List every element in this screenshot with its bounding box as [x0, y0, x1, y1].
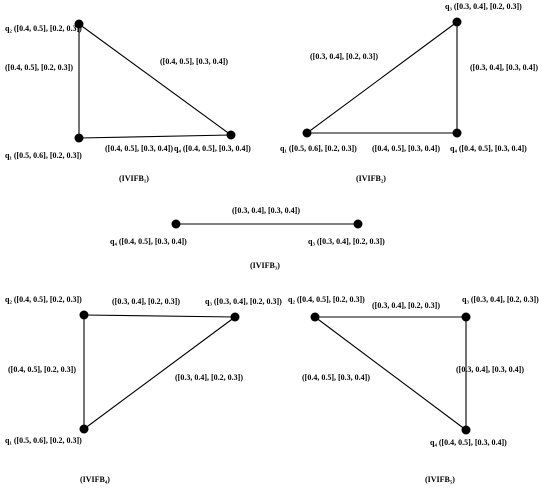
- vertex-label-q1: q₁ ([0.5, 0.6], [0.2, 0.3]): [5, 151, 82, 160]
- edge-q2-q4: [314, 316, 467, 431]
- vertex-label-q3: q₃ ([0.3, 0.4], [0.2, 0.3]): [445, 2, 522, 11]
- graph-caption-ivifb2: (IVIFB₂): [356, 174, 386, 183]
- vertex-label-q4: q₄ ([0.4, 0.5], [0.3, 0.4]): [174, 144, 251, 153]
- graph-caption-ivifb1: (IVIFB₁): [119, 174, 149, 183]
- vertex-label-q4: q₄ ([0.4, 0.5], [0.3, 0.4]): [110, 237, 187, 246]
- edge-label-q2-q1: ([0.4, 0.5], [0.2, 0.3]): [5, 63, 73, 72]
- vertex-label-q1: q₁ ([0.5, 0.6], [0.2, 0.3]): [280, 144, 357, 153]
- edge-label-q2-q3: ([0.3, 0.4], [0.2, 0.3]): [112, 297, 180, 306]
- edge-label-q3-q1: ([0.3, 0.4], [0.2, 0.3]): [175, 373, 243, 382]
- edge-label-q2-q4: ([0.4, 0.5], [0.3, 0.4]): [160, 57, 228, 66]
- edge-q3-q1: [306, 21, 458, 134]
- vertex-q2: [79, 310, 89, 320]
- vertex-q3: [353, 219, 363, 229]
- vertex-q4: [226, 130, 236, 140]
- vertex-q3: [230, 312, 240, 322]
- vertex-q1: [302, 128, 312, 138]
- edge-q1-q4: [78, 134, 232, 139]
- vertex-label-q3: q₃ ([0.3, 0.4], [0.2, 0.3]): [462, 295, 539, 304]
- vertex-q1: [74, 133, 84, 143]
- vertex-q2: [74, 19, 84, 29]
- edge-label-q4-q3: ([0.3, 0.4], [0.3, 0.4]): [232, 206, 300, 215]
- graph-ivifb3: ([0.3, 0.4], [0.3, 0.4]) q₄ ([0.4, 0.5],…: [110, 206, 385, 270]
- graph-ivifb4: q₂ ([0.4, 0.5], [0.2, 0.3]) q₃ ([0.3, 0.…: [5, 295, 282, 484]
- edge-q2-q3: [83, 314, 236, 318]
- vertex-label-q2: q₂ ([0.4, 0.5], [0.2, 0.3]): [288, 295, 365, 304]
- vertex-q4: [452, 128, 462, 138]
- edge-q3-q1: [83, 316, 236, 430]
- graph-caption-ivifb3: (IVIFB₃): [250, 261, 280, 270]
- vertex-q3: [461, 312, 471, 322]
- edge-label-q3-q1: ([0.3, 0.4], [0.2, 0.3]): [310, 52, 378, 61]
- vertex-q4: [171, 219, 181, 229]
- vertex-q3: [452, 17, 462, 27]
- vertex-q1: [79, 424, 89, 434]
- edge-label-q1-q4: ([0.4, 0.5], [0.3, 0.4]): [372, 144, 440, 153]
- vertex-label-q4: q₄ ([0.4, 0.5], [0.3, 0.4]): [450, 144, 527, 153]
- vertex-q4: [461, 425, 471, 435]
- edge-label-q3-q4: ([0.3, 0.4], [0.3, 0.4]): [456, 365, 524, 374]
- edge-label-q2-q4: ([0.4, 0.5], [0.3, 0.4]): [302, 373, 370, 382]
- graph-caption-ivifb4: (IVIFB₄): [80, 475, 110, 484]
- edge-label-q1-q4: ([0.4, 0.5], [0.3, 0.4]): [105, 144, 173, 153]
- vertex-q2: [310, 312, 320, 322]
- graph-ivifb1: q₂ ([0.4, 0.5], [0.2, 0.3]) q₁ ([0.5, 0.…: [5, 19, 251, 183]
- graph-ivifb5: q₂ ([0.4, 0.5], [0.2, 0.3]) q₃ ([0.3, 0.…: [288, 295, 539, 484]
- vertex-label-q4: q₄ ([0.4, 0.5], [0.3, 0.4]): [430, 438, 507, 447]
- vertex-label-q1: q₁ ([0.5, 0.6], [0.2, 0.3]): [5, 436, 82, 445]
- vertex-label-q2: q₂ ([0.4, 0.5], [0.2, 0.3]): [5, 24, 82, 33]
- edge-label-q2-q1: ([0.4, 0.5], [0.2, 0.3]): [8, 365, 76, 374]
- vertex-label-q3: q₃ ([0.3, 0.4], [0.2, 0.3]): [308, 237, 385, 246]
- graph-ivifb2: q₃ ([0.3, 0.4], [0.2, 0.3]) q₁ ([0.5, 0.…: [280, 2, 538, 183]
- edge-label-q2-q3: ([0.3, 0.4], [0.2, 0.3]): [372, 301, 440, 310]
- graph-caption-ivifb5: (IVIFB₅): [425, 475, 455, 484]
- vertex-label-q2: q₂ ([0.4, 0.5], [0.2, 0.3]): [5, 295, 82, 304]
- edge-q2-q4: [78, 23, 232, 136]
- edge-label-q3-q4: ([0.3, 0.4], [0.3, 0.4]): [470, 63, 538, 72]
- vertex-label-q3: q₃ ([0.3, 0.4], [0.2, 0.3]): [205, 297, 282, 306]
